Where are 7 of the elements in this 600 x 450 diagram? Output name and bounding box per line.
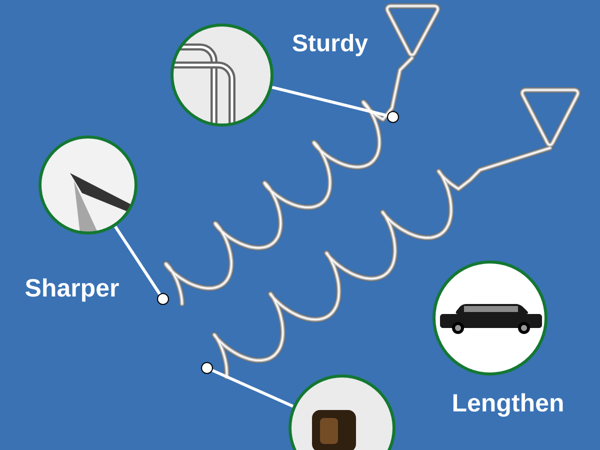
magnifier-circle bbox=[288, 374, 396, 450]
callout-text: Sturdy bbox=[292, 34, 368, 56]
callout-text: Lengthen bbox=[453, 393, 563, 417]
leader-line bbox=[114, 226, 161, 295]
leader-line bbox=[212, 369, 294, 408]
leader-line bbox=[272, 86, 388, 118]
callout-text: Sharper bbox=[25, 278, 119, 302]
